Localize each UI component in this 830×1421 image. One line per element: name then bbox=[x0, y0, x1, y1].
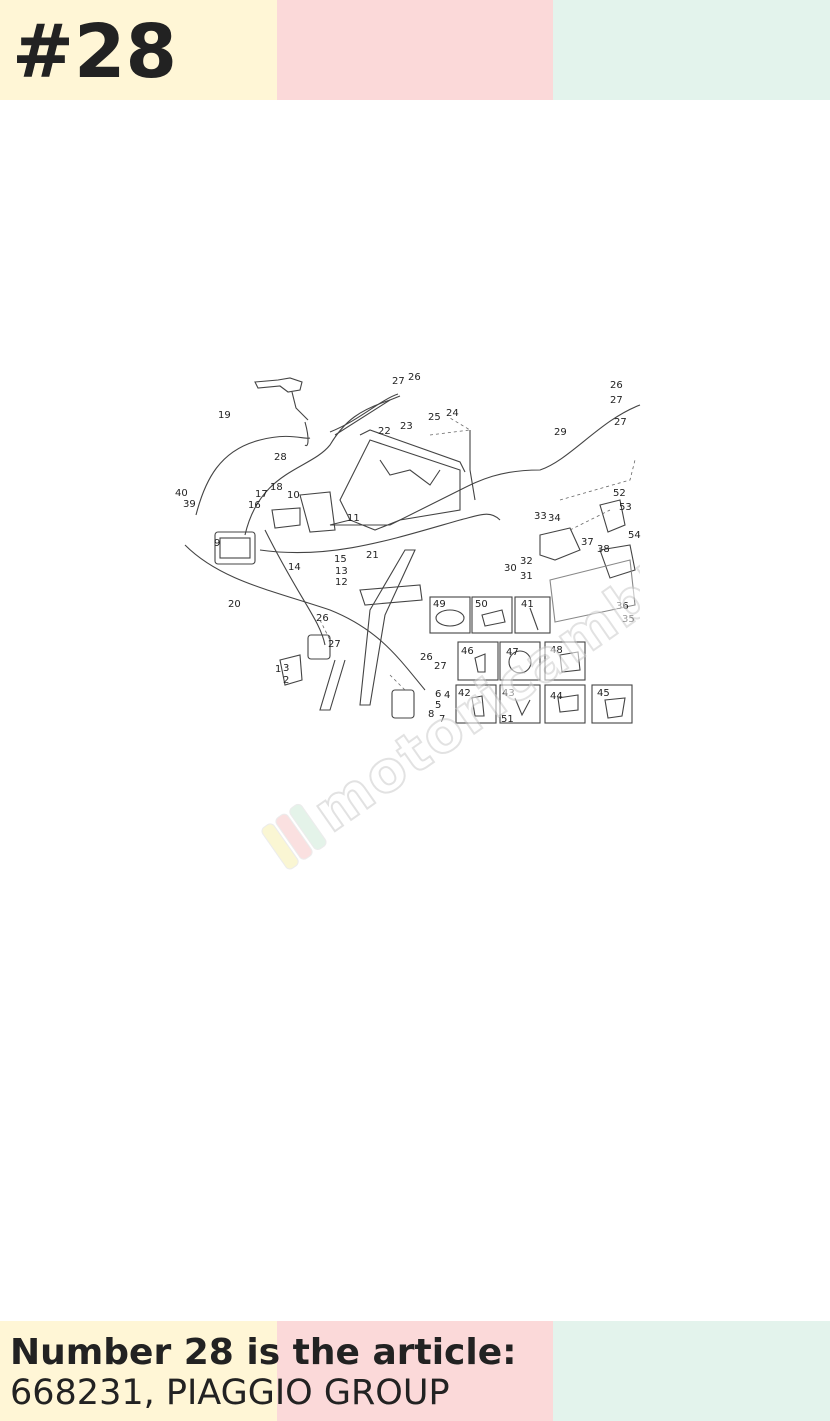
callout-label-c28: 28 bbox=[274, 452, 287, 463]
watermark-stripe-green bbox=[289, 803, 327, 850]
watermark-stripe-yellow bbox=[261, 823, 299, 870]
callout-label-c40: 40 bbox=[175, 488, 188, 499]
callout-label-c53: 53 bbox=[619, 502, 632, 513]
callout-label-c2: 2 bbox=[283, 675, 289, 686]
callout-label-c43: 43 bbox=[502, 688, 515, 699]
callout-label-c1: 1 bbox=[275, 664, 281, 675]
callout-label-c5: 5 bbox=[435, 700, 441, 711]
callout-label-c33: 33 bbox=[534, 511, 547, 522]
callout-label-c21: 21 bbox=[366, 550, 379, 561]
callout-label-c42: 42 bbox=[458, 688, 471, 699]
callout-label-c24: 24 bbox=[446, 408, 459, 419]
callout-label-c38: 38 bbox=[597, 544, 610, 555]
callout-label-c26c: 26 bbox=[316, 613, 329, 624]
callout-label-c19: 19 bbox=[218, 410, 231, 421]
callout-label-c27e: 27 bbox=[434, 661, 447, 672]
callout-label-c20: 20 bbox=[228, 599, 241, 610]
callout-label-c11: 11 bbox=[347, 513, 360, 524]
callout-label-c54: 54 bbox=[628, 530, 641, 541]
callout-label-c4: 4 bbox=[444, 690, 450, 701]
callout-label-c51: 51 bbox=[501, 714, 514, 725]
callout-label-c13: 13 bbox=[335, 566, 348, 577]
callout-label-c7: 7 bbox=[439, 714, 445, 725]
callout-label-c35: 35 bbox=[622, 614, 635, 625]
callout-label-c27b: 27 bbox=[610, 395, 623, 406]
callout-label-c18: 18 bbox=[270, 482, 283, 493]
callout-label-c16: 16 bbox=[248, 500, 261, 511]
watermark-text: motoricambi bbox=[302, 560, 640, 845]
callout-label-c46: 46 bbox=[461, 646, 474, 657]
callout-label-c23: 23 bbox=[400, 421, 413, 432]
watermark-stripe-red bbox=[275, 813, 313, 860]
callout-label-c29: 29 bbox=[554, 427, 567, 438]
callout-label-c26b: 26 bbox=[610, 380, 623, 391]
callout-label-c12: 12 bbox=[335, 577, 348, 588]
callout-label-c14: 14 bbox=[288, 562, 301, 573]
callout-label-c52: 52 bbox=[613, 488, 626, 499]
callout-label-c22: 22 bbox=[378, 426, 391, 437]
callout-label-c50: 50 bbox=[475, 599, 488, 610]
callout-label-c26d: 26 bbox=[420, 652, 433, 663]
callout-label-c8: 8 bbox=[428, 709, 434, 720]
callout-label-c3: 3 bbox=[283, 663, 289, 674]
callout-label-c49: 49 bbox=[433, 599, 446, 610]
callout-label-c6: 6 bbox=[435, 689, 441, 700]
callout-label-c25: 25 bbox=[428, 412, 441, 423]
callout-label-c15: 15 bbox=[334, 554, 347, 565]
callout-label-c9: 9 bbox=[214, 538, 220, 549]
callout-label-c36: 36 bbox=[616, 601, 629, 612]
callout-label-c48: 48 bbox=[550, 645, 563, 656]
callout-label-c44: 44 bbox=[550, 691, 563, 702]
watermark-logo: motoricambi bbox=[261, 560, 640, 870]
callout-label-c39: 39 bbox=[183, 499, 196, 510]
footer-color-band bbox=[0, 1321, 830, 1421]
callout-label-c30: 30 bbox=[504, 563, 517, 574]
callout-label-c47: 47 bbox=[506, 647, 519, 658]
callout-label-c41: 41 bbox=[521, 599, 534, 610]
callout-label-c10: 10 bbox=[287, 490, 300, 501]
diagram-linework bbox=[184, 377, 641, 724]
callout-label-c34: 34 bbox=[548, 513, 561, 524]
part-number-title: #28 bbox=[12, 9, 177, 95]
callout-label-c45: 45 bbox=[597, 688, 610, 699]
header-color-band bbox=[0, 0, 830, 100]
callout-label-c17: 17 bbox=[255, 489, 268, 500]
callout-label-c26a: 26 bbox=[408, 372, 421, 383]
footer-article-info: 668231, PIAGGIO GROUP bbox=[10, 1373, 450, 1413]
callout-label-c27a: 27 bbox=[392, 376, 405, 387]
footer-caption: Number 28 is the article: bbox=[10, 1332, 517, 1373]
callout-label-c31: 31 bbox=[520, 571, 533, 582]
callout-label-c32: 32 bbox=[520, 556, 533, 567]
callout-label-c27d: 27 bbox=[328, 639, 341, 650]
callout-label-c27c: 27 bbox=[614, 417, 627, 428]
callout-label-c37: 37 bbox=[581, 537, 594, 548]
